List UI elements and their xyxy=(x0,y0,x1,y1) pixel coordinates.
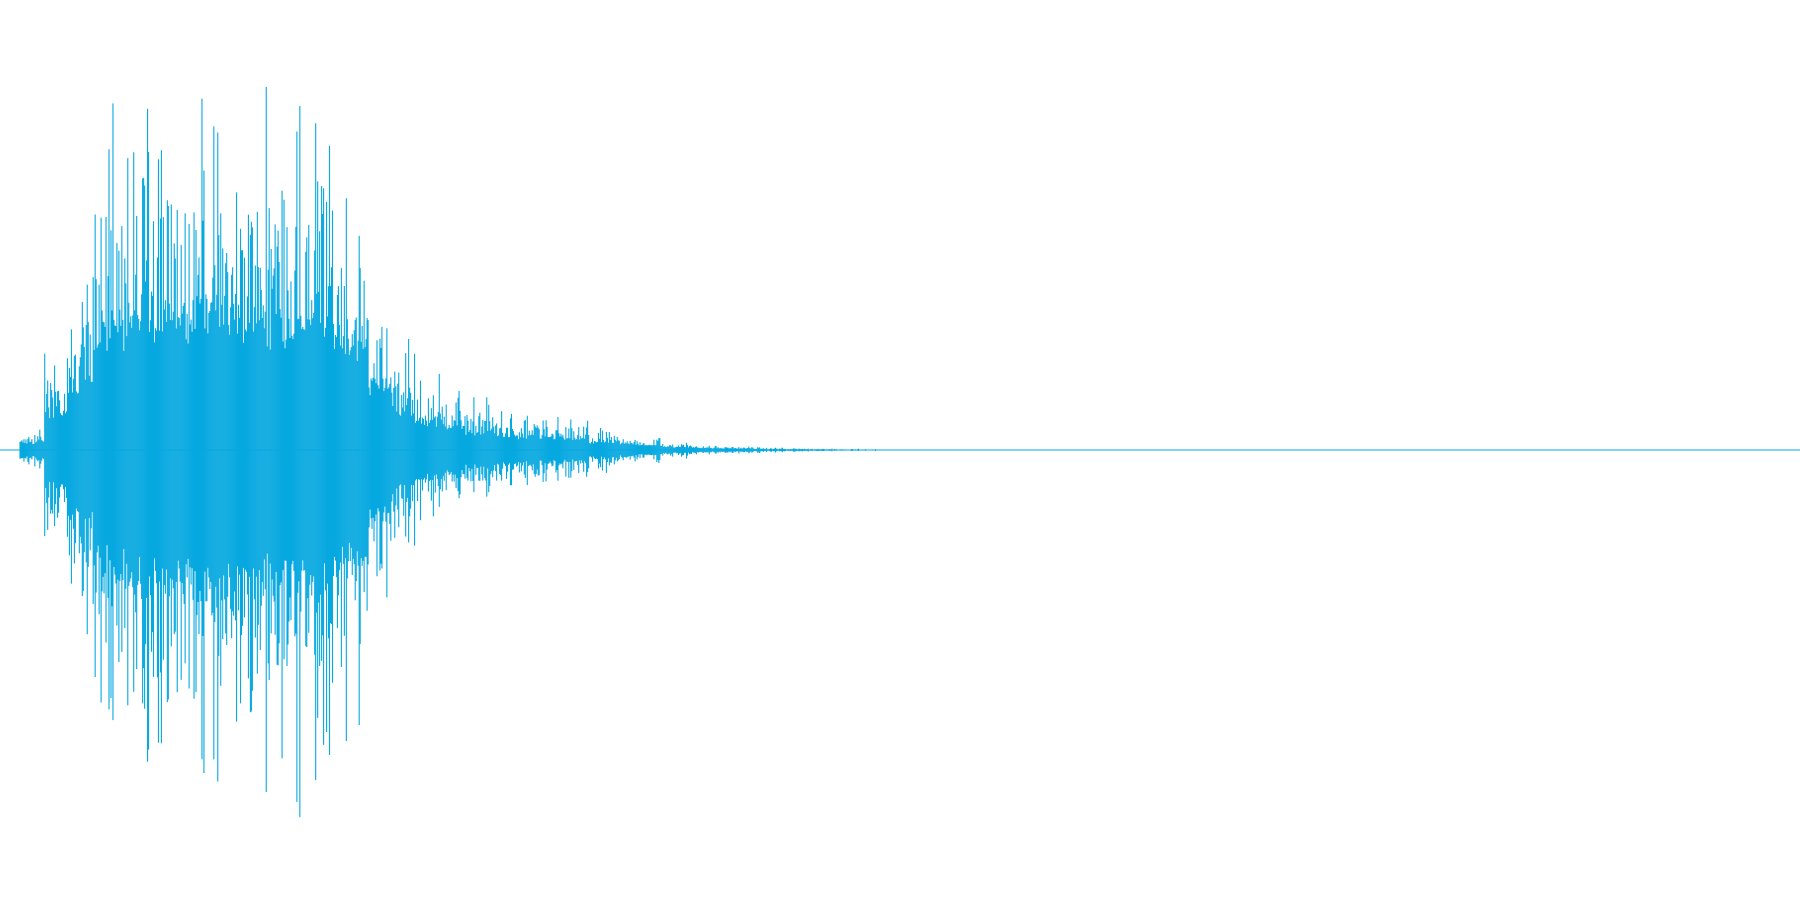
waveform-series xyxy=(19,86,910,818)
